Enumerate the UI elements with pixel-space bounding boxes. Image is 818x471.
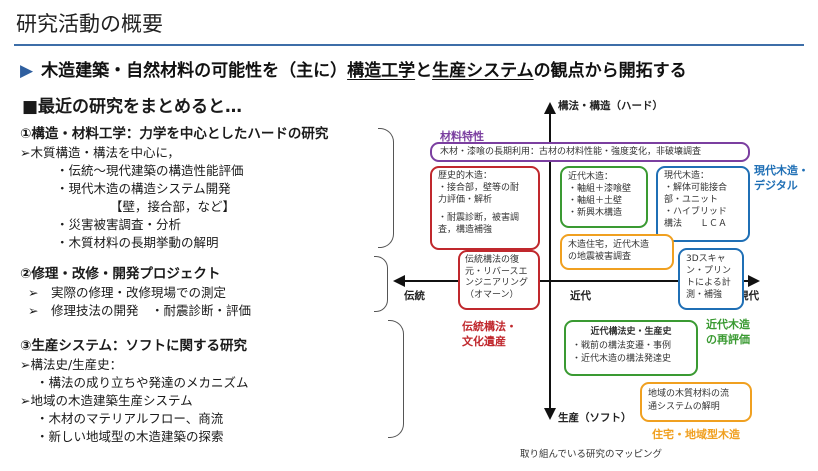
section-structure-line: ・木質材料の長期挙動の解明 (56, 235, 219, 250)
subtitle-structural-engineering: 構造工学 (347, 61, 416, 81)
box-material-distribution: 地域の木質材料の流 通システムの解明 (640, 382, 752, 422)
box-contemporary-wood: 現代木造： ・解体可能接合 部・ユニット ・ハイブリッド 構法 ＬＣＡ (656, 166, 750, 242)
section-production-heading: ③生産システム：ソフトに関する研究 (20, 338, 248, 354)
horizontal-axis (400, 280, 750, 282)
box-modern-history: 近代構法史・生産史 ・戦前の構法変遷・事例 ・近代木造の構法発達史 (564, 320, 698, 376)
page-subtitle: ▶ 木造建築・自然材料の可能性を（主に）構造工学と生産システムの観点から開拓する (20, 56, 687, 81)
title-divider (14, 44, 804, 46)
section-structure-heading: ①構造・材料工学：力学を中心としたハードの研究 (20, 126, 329, 142)
section-structure-line: ・災害被害調査・分析 (56, 217, 182, 232)
category-housing-regional: 住宅・地域型木造 (652, 428, 740, 441)
arrow-up-icon (544, 102, 556, 114)
category-materials: 材料特性 (440, 130, 484, 143)
category-traditional-heritage: 伝統構法・ 文化遺産 (462, 320, 517, 348)
box-historical-wood: 歴史的木造： ・接合部，壁等の耐 力評価・解析 ・耐震診断，被害調 査，構造補強 (430, 166, 540, 250)
category-modern-reevaluation: 近代木造 の再評価 (706, 318, 750, 346)
section-repair-line: ➢ 修理技法の開発 ・耐震診断・評価 (28, 303, 251, 318)
box-reverse-engineering: 伝統構法の復 元・リバースエ ンジニアリング （オマーン） (458, 250, 540, 310)
box-3d-scan: 3Dスキャ ン・プリン トによる計 測・補強 (678, 248, 744, 310)
section-production-line: ・木材のマテリアルフロー、商流 (36, 411, 224, 426)
arrow-left-icon (393, 275, 405, 287)
section-repair-line: ➢ 実際の修理・改修現場での測定 (28, 285, 226, 300)
triangle-marker-icon: ▶ (20, 61, 34, 81)
arrow-right-icon (748, 275, 760, 287)
subtitle-text-pre: 木造建築・自然材料の可能性を（主に） (41, 61, 348, 81)
axis-label-hard: 構法・構造（ハード） (558, 100, 663, 112)
category-modern-digital: 現代木造・ デジタル (754, 164, 809, 192)
box-materials: 木材・漆喰の長期利用：古材の材料性能・強度変化，非破壊調査 (430, 142, 750, 162)
axis-label-soft: 生産（ソフト） (558, 412, 632, 424)
section-structure-line: ➢木質構造・構法を中心に， (20, 145, 180, 160)
box-earthquake-damage: 木造住宅，近代木造 の地震被害調査 (560, 234, 674, 270)
box-modern-wood: 近代木造： ・軸組＋漆喰壁 ・軸組＋土壁 ・新興木構造 (560, 166, 648, 228)
vertical-axis (549, 110, 551, 412)
section-structure-line: 【壁，接合部，など】 (110, 199, 236, 214)
arrow-down-icon (544, 408, 556, 420)
section-structure-line: ・現代木造の構造システム開発 (56, 181, 231, 196)
subtitle-text-post: の観点から開拓する (533, 61, 687, 81)
section-structure-line: ・伝統～現代建築の構造性能評価 (56, 163, 244, 178)
section-brace (388, 320, 404, 438)
subtitle-production-system: 生産システム (432, 61, 534, 81)
section-repair-heading: ②修理・改修・開発プロジェクト (20, 266, 221, 282)
section-brace (378, 128, 394, 248)
section-production-line: ・新しい地域型の木造建築の探索 (36, 429, 224, 444)
section-production-line: ➢構法史/生産史： (20, 357, 123, 372)
section-production-line: ・構法の成り立ちや発達のメカニズム (36, 375, 249, 390)
axis-label-traditional: 伝統 (404, 290, 425, 302)
box-materials-text: 木材・漆喰の長期利用：古材の材料性能・強度変化，非破壊調査 (440, 147, 702, 157)
diagram-caption: 取り組んでいる研究のマッピング (520, 449, 663, 460)
axis-label-modern: 近代 (570, 290, 591, 302)
page-title: 研究活動の概要 (16, 12, 163, 36)
summary-heading: ■最近の研究をまとめると… (22, 97, 243, 117)
subtitle-text-mid: と (415, 61, 433, 81)
section-production-line: ➢地域の木造建築生産システム (20, 393, 193, 408)
section-brace (374, 256, 388, 312)
